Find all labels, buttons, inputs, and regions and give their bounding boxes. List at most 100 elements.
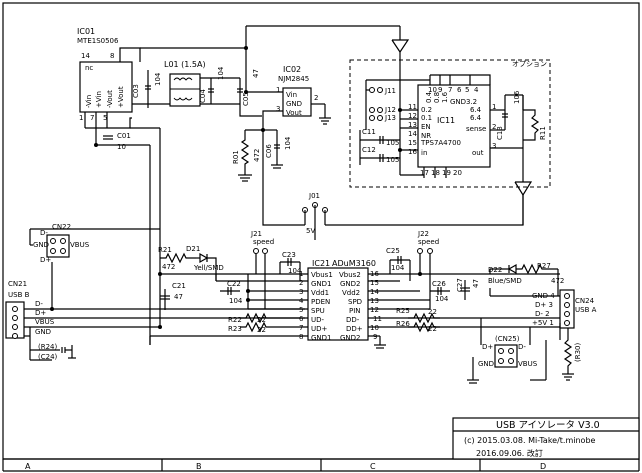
r25-value: 22: [428, 308, 437, 316]
ic11-0.8: 0.8: [433, 92, 441, 103]
ic21-dd-minus: DD-: [346, 316, 360, 324]
d22-ref: D22: [488, 266, 502, 274]
c22-value: 104: [229, 297, 243, 305]
ic21-ref: IC21: [312, 259, 330, 268]
ic11-p4: 4: [474, 86, 479, 94]
ic11-p9: 9: [438, 86, 442, 94]
c21-ref: C21: [172, 282, 186, 290]
filter-section: C03 104 L01 (1.5A) C04 104 C05 47: [132, 60, 262, 117]
title-block: USB アイソレータ V3.0 (c) 2015.03.08. Mi-Take/…: [452, 417, 640, 460]
cn24-dminus: D- 2: [535, 310, 550, 318]
c04-value: 104: [217, 66, 225, 80]
ic11-p5: 5: [465, 86, 469, 94]
j11-ref: J11: [384, 87, 396, 95]
ic21-spu: SPU: [311, 307, 325, 315]
c01-capacitor: C01 10: [103, 132, 131, 151]
ic01-pin-vin-pos: +Vin: [95, 91, 103, 108]
cn24-usb-a: CN24 USB A GND 4 D+ 3 D- 2 +5V 1: [489, 269, 597, 340]
option-label: オプション: [512, 60, 547, 68]
column-label-b: B: [196, 462, 202, 471]
c03-value: 104: [154, 72, 162, 86]
r11-ref: R11: [539, 126, 547, 140]
ic02-pin-gnd: GND: [286, 100, 302, 108]
cn24-dplus: D+ 3: [535, 301, 553, 309]
ic21-n6: 6: [299, 315, 304, 323]
ic02-part: NJM2845: [278, 75, 309, 83]
c12-value: 105: [386, 156, 399, 164]
c13-ref: C13: [496, 126, 504, 140]
ic21-n13: 13: [370, 297, 379, 305]
ic21-vdd2: Vdd2: [342, 289, 360, 297]
ic11-p2: 2: [492, 123, 496, 131]
revision-text: 2016.09.06. 改訂: [476, 448, 543, 458]
ic11-0.1: 0.1: [421, 114, 432, 122]
cn25-dplus: D+: [482, 343, 493, 351]
ic11-p7: 7: [448, 86, 452, 94]
cn22-dminus: D-: [40, 229, 48, 237]
l01-ref: L01 (1.5A): [164, 60, 206, 69]
ic11-p14: 14: [408, 130, 417, 138]
column-label-c: C: [370, 462, 376, 471]
ic02-pin-vout: Vout: [286, 109, 302, 117]
ic21-gnd2b: GND2: [340, 334, 361, 342]
c01-value: 10: [117, 143, 126, 151]
cn22-header: CN22 GND D- D+ VBUS: [29, 223, 160, 264]
ic01-pin8: 8: [110, 52, 114, 60]
c23-ref: C23: [282, 251, 296, 259]
ic21-spd: SPD: [348, 298, 362, 306]
title-text: USB アイソレータ V3.0: [496, 420, 600, 431]
cn21-dplus: D+: [35, 309, 46, 317]
c27-ref: C27: [456, 278, 464, 292]
cn25-dminus: D-: [518, 343, 526, 351]
ic02: IC02 NJM2845 Vin GND Vout 1 2 3: [244, 65, 331, 226]
ic11-0.2: 0.2: [421, 106, 432, 114]
ic11-out: out: [472, 149, 484, 157]
ic11: IC11 TPS7A4700 0.4 0.8 1.6 GND 3.2 0.2 0…: [398, 74, 524, 182]
column-label-d: D: [540, 462, 546, 471]
c11-ref: C11: [362, 128, 376, 136]
ic21-pin: PIN: [349, 307, 361, 315]
ic21-vbus2: Vbus2: [339, 271, 361, 279]
ic11-6.4b: 6.4: [470, 114, 482, 122]
ic01-pin1: 1: [79, 114, 83, 122]
ic01: IC01 MTE1S0506 nc 14 8 1 7 5 -Vin +Vin -…: [77, 27, 133, 122]
r27-ref: R27: [537, 262, 551, 270]
ic11-p11: 11: [408, 103, 417, 111]
cn21-gnd: GND: [35, 328, 51, 336]
cn25-vbus: VBUS: [518, 360, 538, 368]
c24-ref: (C24): [38, 353, 58, 361]
cn24-5v: +5V 1: [532, 319, 554, 327]
ic11-p13: 13: [408, 121, 417, 129]
ic02-pin2: 2: [314, 94, 318, 102]
ic21-n14: 14: [370, 288, 379, 296]
c22-ref: C22: [227, 280, 241, 288]
c06-ref: C06: [265, 144, 273, 158]
r21-ref: R21: [158, 246, 172, 254]
r23-ref: R23: [228, 325, 242, 333]
ic11-ref: IC11: [437, 116, 455, 125]
c25-ref: C25: [386, 247, 400, 255]
ic11-p10: 10: [428, 86, 437, 94]
j22-ref: J22: [417, 230, 429, 238]
ic11-sense: sense: [466, 125, 486, 133]
ic21-n4: 4: [299, 297, 304, 305]
ic21-gnd1a: GND1: [311, 280, 332, 288]
ic21-n2: 2: [299, 279, 303, 287]
r21-value: 472: [162, 263, 175, 271]
ic02-pin-vin: Vin: [286, 91, 297, 99]
ic02-ref: IC02: [283, 65, 301, 74]
column-label-a: A: [25, 462, 31, 471]
c03-ref: C03: [132, 84, 140, 98]
ic11-p15: 15: [408, 139, 417, 147]
r01-ref: R01: [232, 150, 240, 164]
ic11-gnd: GND: [450, 98, 466, 106]
r26-value: 22: [428, 325, 437, 333]
r30-resistor: (R30): [562, 328, 582, 381]
ic11-part: TPS7A4700: [420, 139, 461, 147]
j01-jumper: J01 5V: [302, 181, 533, 240]
r01-c06: R01 472 C06 104: [232, 128, 292, 182]
ic21-n7: 7: [299, 324, 303, 332]
ic21-n12: 12: [370, 306, 379, 314]
ic21-n3: 3: [299, 288, 303, 296]
